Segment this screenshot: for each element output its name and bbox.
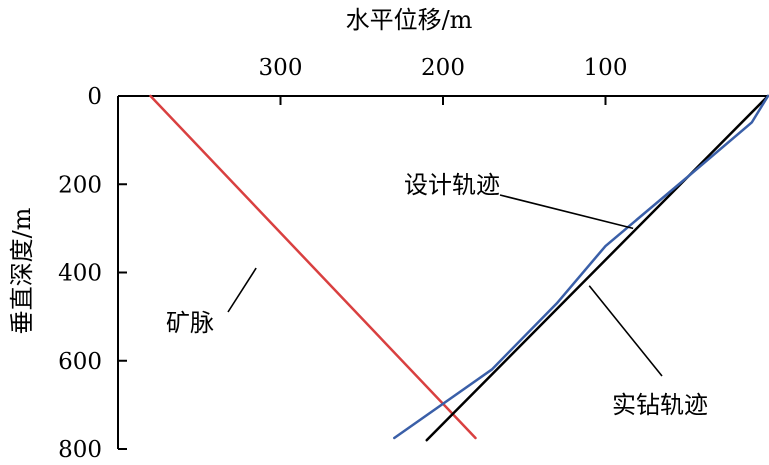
y-tick-label: 800	[58, 437, 102, 463]
annotation-label-2: 实钻轨迹	[612, 391, 708, 419]
series-group	[149, 94, 769, 442]
y-tick-label: 0	[87, 84, 102, 110]
x-axis-title: 水平位移/m	[346, 6, 473, 34]
y-tick-label: 200	[58, 172, 102, 198]
annotation-leader-0	[227, 267, 257, 313]
annotation-leader-2	[588, 285, 663, 377]
series-line-1	[425, 94, 769, 442]
y-tick-label: 400	[58, 261, 102, 287]
y-tick-label: 600	[58, 349, 102, 375]
x-tick-label: 300	[259, 55, 303, 81]
series-line-0	[149, 94, 477, 440]
annotation-leader-1	[499, 194, 634, 230]
x-tick-label: 100	[584, 55, 628, 81]
x-tick-label: 200	[421, 55, 465, 81]
ticks-group: 300 200 100 0 200 400 600 800	[58, 55, 627, 463]
annotation-label-0: 矿脉	[166, 309, 214, 337]
series-line-2	[393, 94, 769, 440]
annotation-label-1: 设计轨迹	[404, 171, 500, 199]
y-axis-title: 垂直深度/m	[8, 207, 36, 334]
